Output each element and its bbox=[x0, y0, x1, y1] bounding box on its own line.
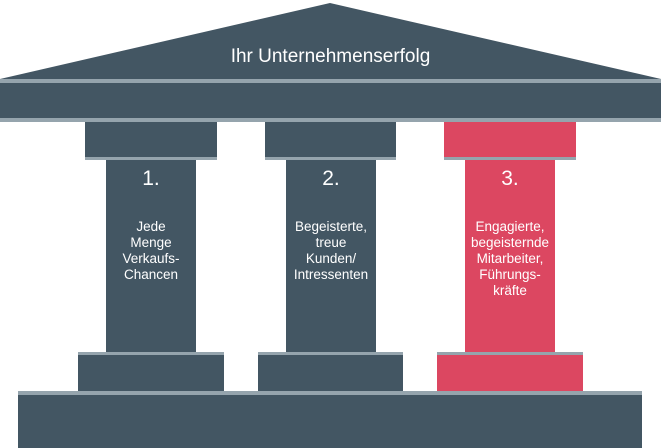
pillar-2-base-line bbox=[258, 352, 403, 355]
pillar-1-shaft bbox=[106, 160, 196, 352]
roof-line-top bbox=[0, 79, 661, 83]
pillar-3 bbox=[437, 122, 583, 391]
pillar-1 bbox=[78, 122, 224, 391]
pillar-2-text: Begeisterte, treue Kunden/ Intressenten bbox=[293, 219, 369, 282]
pillar-1-number: 1. bbox=[142, 167, 160, 190]
pillar-2 bbox=[258, 122, 403, 391]
pillar-3-base-line bbox=[437, 352, 583, 355]
pillar-2-number: 2. bbox=[322, 167, 340, 190]
pillar-1-capital bbox=[85, 122, 217, 157]
pillar-2-shaft bbox=[286, 160, 376, 352]
pillar-3-shaft bbox=[465, 160, 555, 352]
pillar-2-base bbox=[258, 355, 403, 391]
foundation bbox=[18, 395, 642, 448]
architrave bbox=[0, 83, 661, 118]
pillar-1-base bbox=[78, 355, 224, 391]
pillar-3-base bbox=[437, 355, 583, 391]
pillar-1-capital-line bbox=[85, 157, 217, 160]
roof bbox=[0, 3, 661, 79]
foundation-line bbox=[18, 391, 642, 395]
temple-title: Ihr Unternehmenserfolg bbox=[230, 46, 431, 67]
pillar-3-text: Engagierte, begeisternde Mitarbeiter, Fü… bbox=[470, 219, 550, 298]
pillar-2-capital bbox=[265, 122, 396, 157]
pillar-1-text: Jede Menge Verkaufs- Chancen bbox=[122, 219, 180, 282]
pillar-3-capital-line bbox=[444, 157, 576, 160]
pillar-3-number: 3. bbox=[501, 167, 519, 190]
pillar-1-base-line bbox=[78, 352, 224, 355]
pillar-2-capital-line bbox=[265, 157, 396, 160]
pillar-3-capital bbox=[444, 122, 576, 157]
roof-line-bottom bbox=[0, 118, 661, 122]
